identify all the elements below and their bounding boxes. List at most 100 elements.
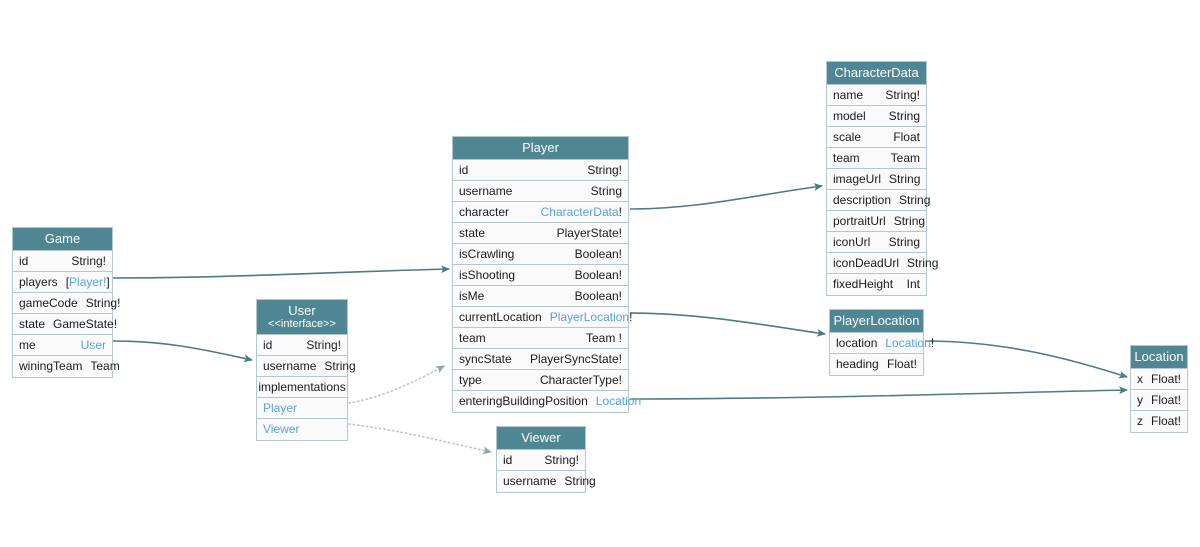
entity-name-text: Player bbox=[522, 140, 559, 155]
field-type: Team bbox=[890, 150, 920, 165]
field-type[interactable]: Location! bbox=[885, 335, 935, 350]
field-type: Boolean! bbox=[574, 267, 622, 282]
field-type: Team bbox=[90, 359, 120, 373]
field-type[interactable]: [Player!] bbox=[65, 274, 110, 289]
field-name: winingTeam bbox=[19, 359, 83, 373]
field-type: Float bbox=[893, 129, 920, 144]
field-name: x bbox=[1137, 371, 1143, 386]
field-type: String! bbox=[587, 162, 622, 177]
field-type: String bbox=[907, 255, 939, 270]
field-name: iconDeadUrl bbox=[833, 255, 900, 270]
field-name: gameCode bbox=[19, 295, 78, 310]
field-type: String bbox=[899, 192, 931, 207]
field-type: String bbox=[889, 171, 921, 186]
field-name: heading bbox=[836, 357, 879, 371]
field-type[interactable]: Location bbox=[595, 394, 642, 408]
entity-name-text: PlayerLocation bbox=[833, 313, 920, 328]
field-type: String bbox=[888, 234, 920, 249]
field-row: winingTeam Team bbox=[13, 356, 120, 377]
implementation-row[interactable]: Player bbox=[257, 398, 347, 419]
entity-title-game: Game bbox=[13, 228, 112, 251]
field-name: isShooting bbox=[459, 267, 516, 282]
field-type: Boolean! bbox=[574, 246, 622, 261]
entity-title-player: Player bbox=[453, 137, 628, 160]
field-name: id bbox=[19, 253, 29, 268]
field-name: enteringBuildingPosition bbox=[459, 394, 588, 408]
field-row: id String! bbox=[13, 251, 112, 272]
field-row: id String! bbox=[257, 335, 347, 356]
field-name: imageUrl bbox=[833, 171, 882, 186]
field-row: portraitUrl String bbox=[827, 211, 926, 232]
field-row: x Float! bbox=[1131, 369, 1187, 390]
field-name: username bbox=[503, 474, 557, 488]
field-type: String bbox=[324, 358, 356, 373]
field-type: String! bbox=[71, 253, 106, 268]
field-row: me User bbox=[13, 335, 112, 356]
field-row: scale Float bbox=[827, 127, 926, 148]
field-name: fixedHeight bbox=[833, 277, 894, 291]
field-type: PlayerSyncState! bbox=[529, 351, 622, 366]
field-name: Viewer bbox=[263, 422, 300, 436]
field-name: me bbox=[19, 337, 36, 352]
field-row: id String! bbox=[453, 160, 628, 181]
field-name: isMe bbox=[459, 288, 485, 303]
field-name: id bbox=[459, 162, 469, 177]
field-type: String bbox=[893, 213, 926, 228]
field-type: Float! bbox=[1151, 392, 1182, 407]
field-name: Player bbox=[263, 400, 298, 415]
field-type: GameState! bbox=[53, 316, 118, 331]
entity-title-viewer: Viewer bbox=[497, 427, 585, 450]
field-name: id bbox=[263, 337, 273, 352]
field-type: String! bbox=[885, 87, 920, 102]
field-type: Float! bbox=[1151, 414, 1182, 428]
field-name: portraitUrl bbox=[833, 213, 886, 228]
playerlocation-location-to-location bbox=[924, 340, 1128, 379]
field-row: team Team bbox=[827, 148, 926, 169]
field-row: state PlayerState! bbox=[453, 223, 628, 244]
entity-title-user: User<<interface>> bbox=[257, 300, 347, 335]
field-type: String bbox=[888, 108, 920, 123]
field-row: id String! bbox=[497, 450, 585, 471]
player-enteringbuildingposition-to-location bbox=[629, 386, 1128, 400]
field-name: state bbox=[459, 225, 486, 240]
field-name: id bbox=[503, 452, 513, 467]
field-name: y bbox=[1137, 392, 1143, 407]
field-name: name bbox=[833, 87, 864, 102]
game-me-to-user bbox=[112, 340, 253, 363]
field-type: String! bbox=[544, 452, 579, 467]
field-name: username bbox=[459, 183, 513, 198]
field-name: currentLocation bbox=[459, 309, 542, 324]
entity-user[interactable]: User<<interface>> id String! username String… bbox=[256, 299, 356, 441]
field-row: username String bbox=[257, 356, 356, 377]
field-name: team bbox=[833, 150, 860, 165]
player-currentlocation-to-playerlocation bbox=[629, 312, 826, 337]
field-type: PlayerState! bbox=[556, 225, 622, 240]
implementation-row[interactable]: Viewer bbox=[257, 419, 347, 440]
field-name: scale bbox=[833, 129, 862, 144]
field-type[interactable]: PlayerLocation! bbox=[549, 309, 633, 324]
field-name: username bbox=[263, 358, 317, 373]
field-type: String! bbox=[306, 337, 341, 352]
field-type[interactable]: CharacterData! bbox=[540, 204, 622, 219]
field-type[interactable]: User bbox=[80, 337, 106, 352]
field-type: Team ! bbox=[585, 330, 622, 345]
field-type: Float! bbox=[1151, 371, 1182, 386]
field-row: enteringBuildingPosition Location bbox=[453, 391, 641, 412]
